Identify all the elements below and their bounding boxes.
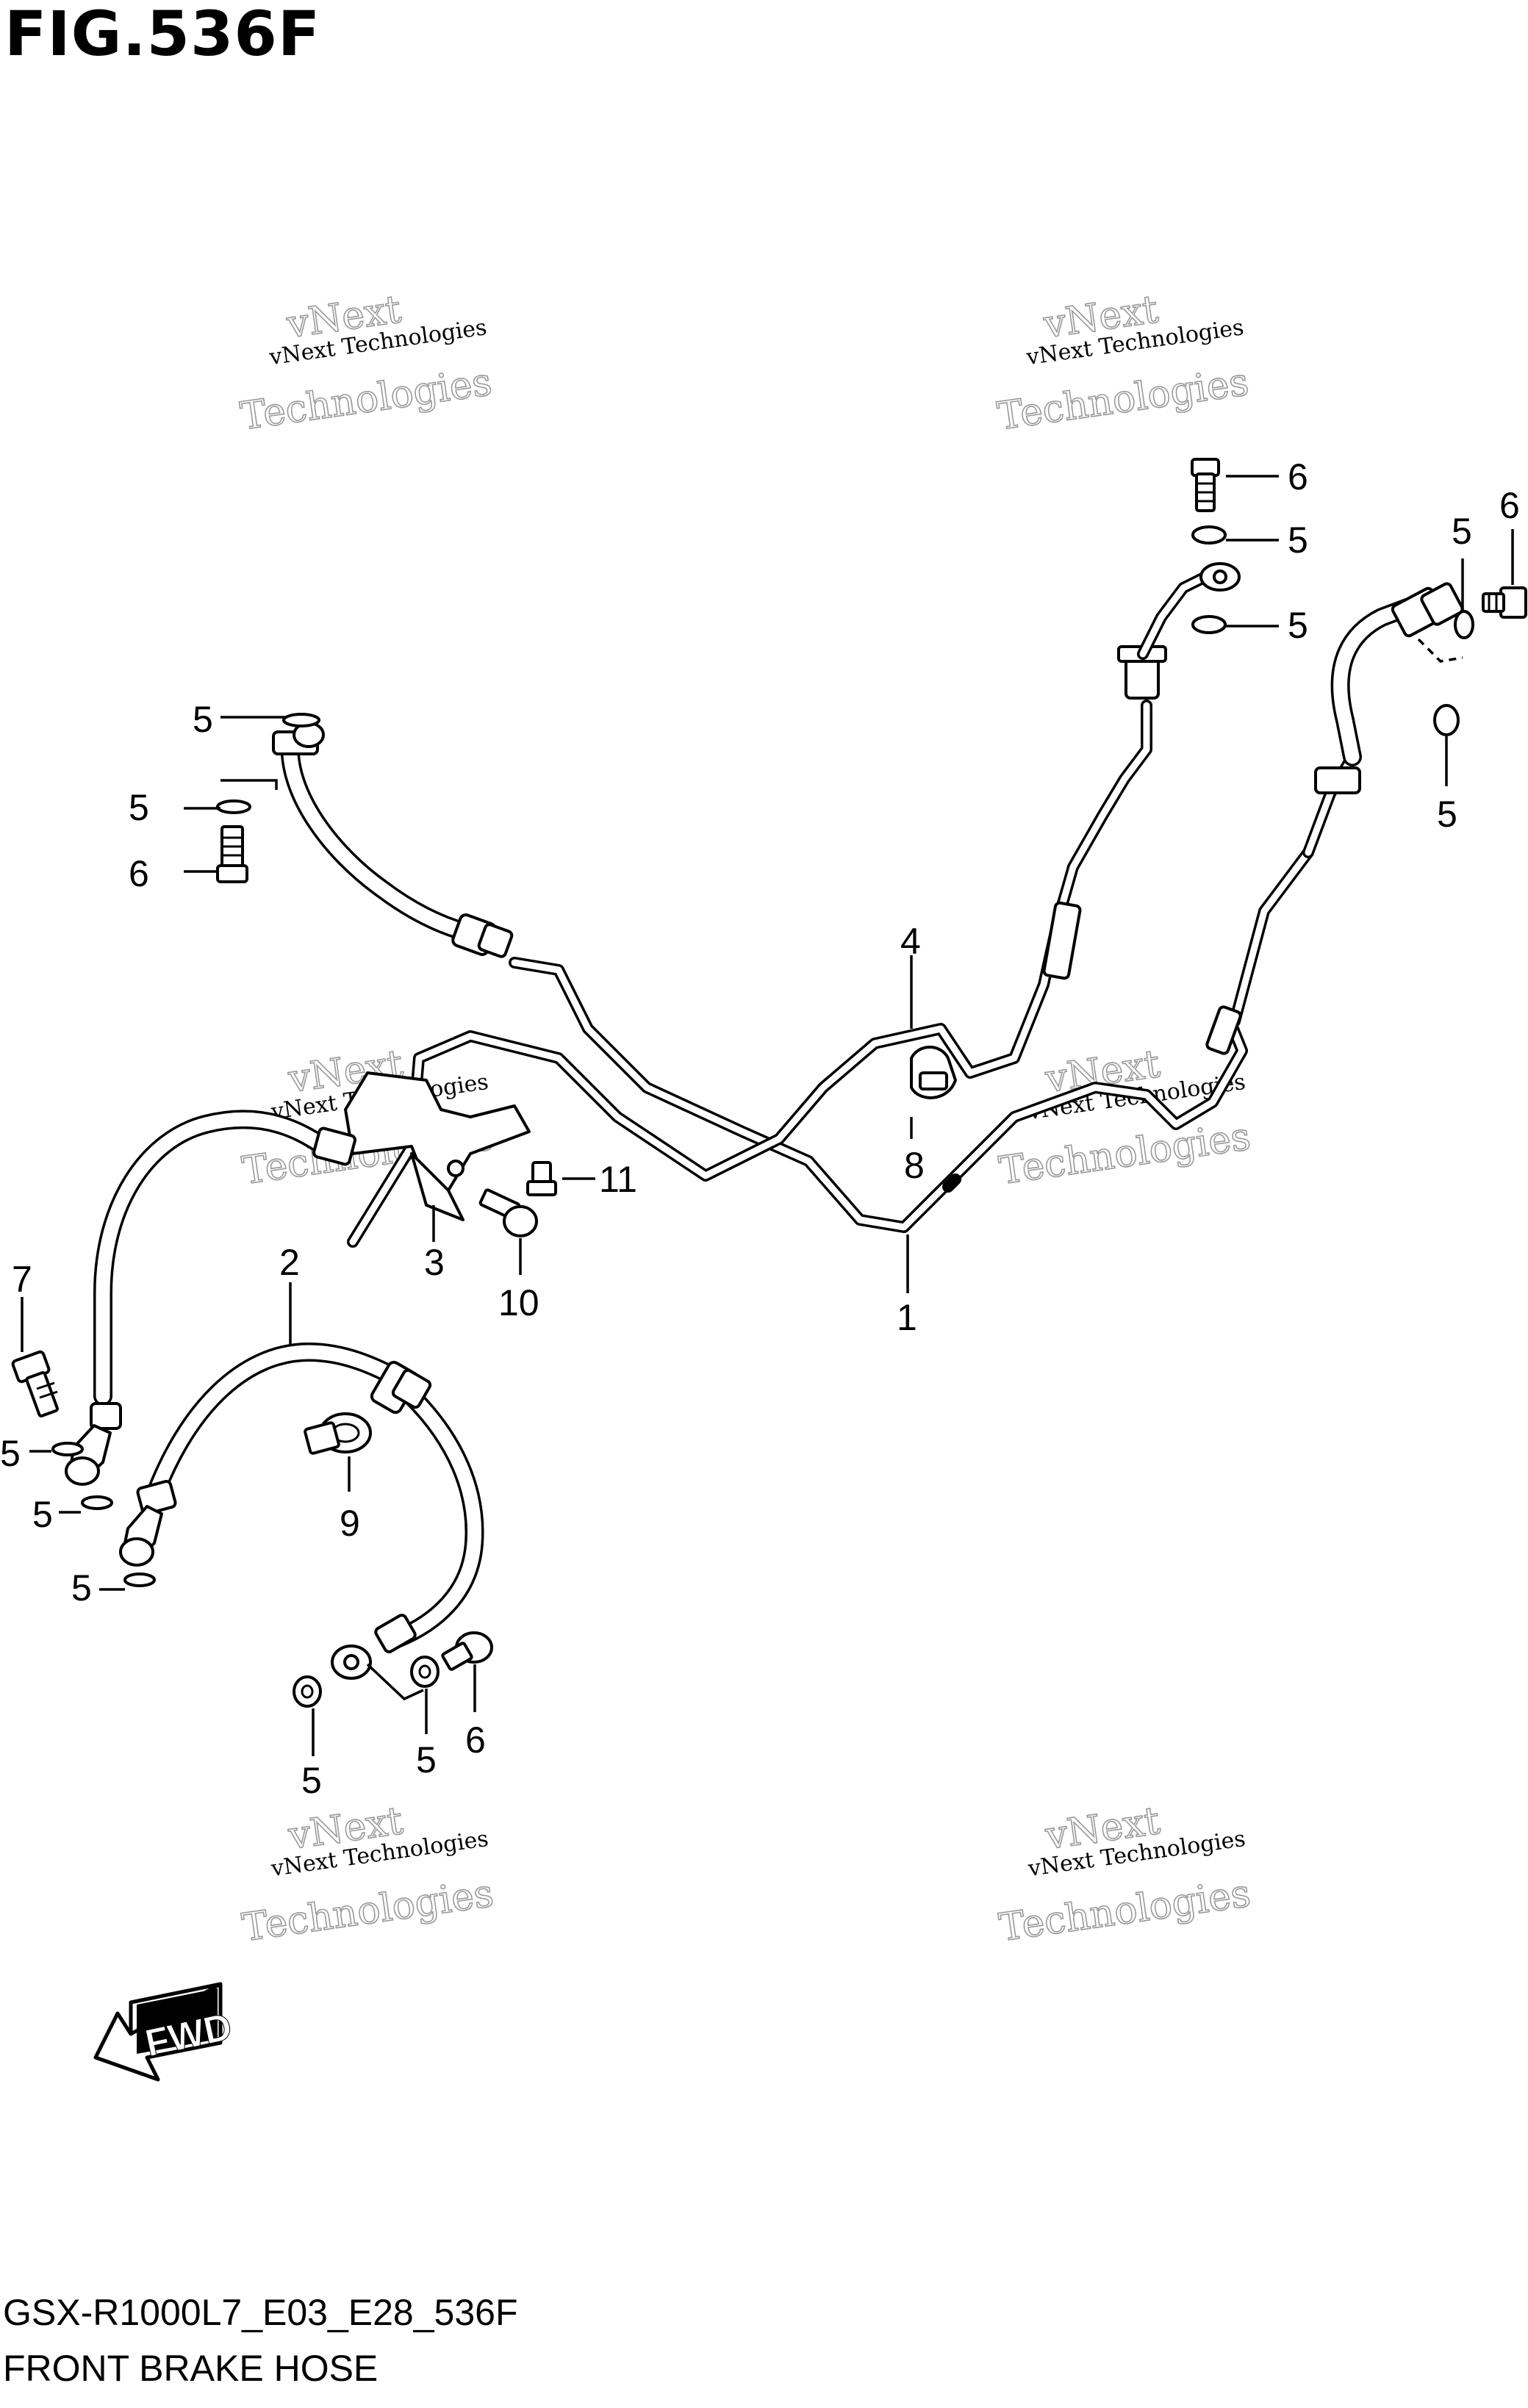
callout-5-bottom-a: 5 [301,1760,322,1801]
leader-lines [21,475,1514,1756]
part-1-brake-pipe [509,582,1464,1233]
part-9-hose-clamp [304,1412,372,1455]
svg-text:Technologies: Technologies [240,1872,496,1950]
watermark-bottom-right: vNext Technologies vNext Technologies [996,1798,1254,1951]
part-4-brake-pipe [347,562,1241,1248]
callout-11: 11 [599,1159,637,1200]
svg-text:Technologies: Technologies [997,1872,1253,1950]
svg-text:Technologies: Technologies [995,360,1252,439]
figure-title: FIG.536F [4,0,321,70]
part-10-bolt [478,1188,538,1237]
part-6-union-bolt-top [1191,458,1220,512]
callout-3: 3 [424,1242,445,1283]
callout-4: 4 [900,921,921,962]
callout-5-top-mid-lower: 5 [1288,605,1308,646]
diagram-code: GSX-R1000L7_E03_E28_536F [3,2292,518,2333]
forward-direction-arrow: FWD [93,1982,236,2082]
part-6-union-bolt-bottom [441,1631,493,1671]
diagram-caption: FRONT BRAKE HOSE [3,2348,379,2389]
watermark-top-right: vNext Technologies vNext Technologies [994,287,1252,439]
callout-2: 2 [279,1242,300,1283]
callout-1: 1 [897,1297,917,1338]
part-6-union-bolt-left [216,825,248,883]
callout-5-top-left: 5 [193,699,213,740]
callout-6-bottom: 6 [465,1719,486,1761]
part-6-union-bolt-far-right [1482,586,1527,619]
callout-5-top-right: 5 [1452,511,1472,552]
callout-5-right: 5 [1437,794,1457,835]
callout-5-top-mid: 5 [1288,520,1308,561]
callout-6-left: 6 [129,853,149,894]
part-2-brake-hose [119,1343,484,1680]
upper-left-brake-hose [272,722,514,958]
callouts: 1 2 3 4 5 5 5 5 5 5 5 5 5 5 5 6 6 6 6 7 … [0,456,1520,1801]
part-3-hose-bracket [344,1071,531,1221]
callout-5-bottom-b: 5 [416,1739,437,1780]
part-8-pipe-clamp [910,1046,957,1099]
callout-9: 9 [340,1503,360,1544]
washers [51,525,1474,1708]
left-front-brake-hose [65,1110,356,1486]
callout-5-upper-left: 5 [129,787,149,828]
callout-5-left-a: 5 [0,1433,21,1474]
callout-6-top-right: 6 [1499,485,1520,526]
callout-10: 10 [498,1282,539,1323]
watermark-bottom-left: vNext Technologies vNext Technologies [239,1798,497,1951]
callout-5-left-b: 5 [32,1494,53,1535]
part-11-bolt [526,1161,557,1196]
svg-text:Technologies: Technologies [997,1115,1253,1193]
part-7-bolt [11,1350,59,1417]
callout-8: 8 [904,1145,925,1186]
callout-7: 7 [12,1259,32,1300]
callout-6-top: 6 [1288,456,1308,497]
callout-5-left-c: 5 [71,1567,92,1609]
svg-text:Technologies: Technologies [238,360,495,439]
watermark-top-left: vNext Technologies vNext Technologies [237,287,495,439]
